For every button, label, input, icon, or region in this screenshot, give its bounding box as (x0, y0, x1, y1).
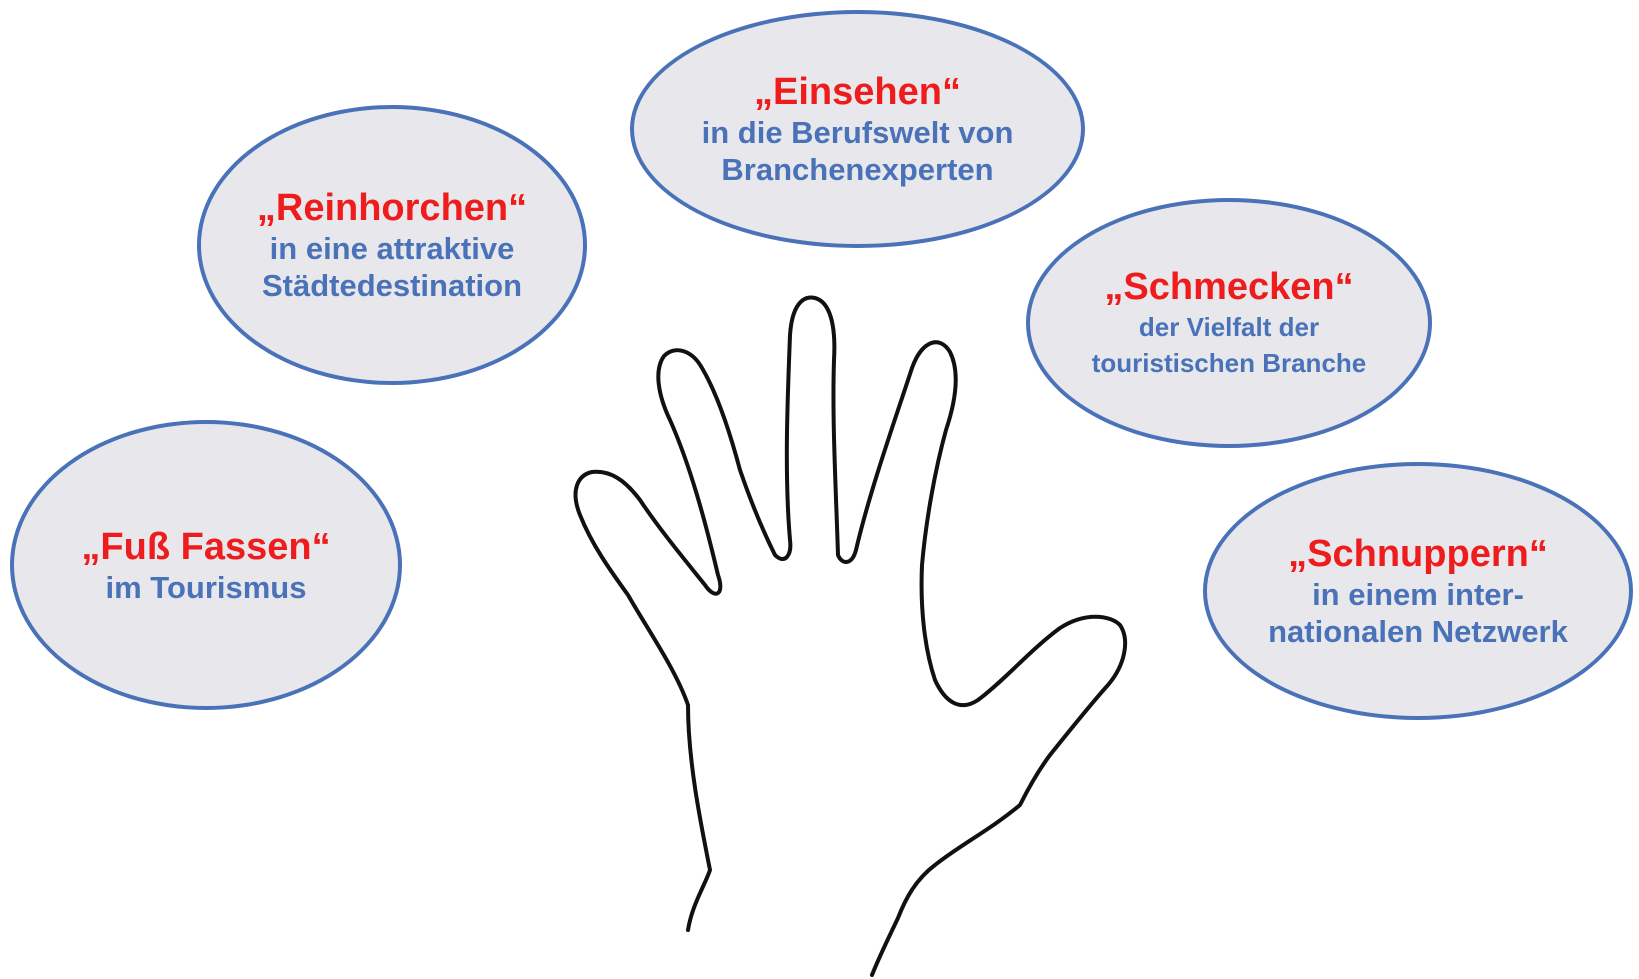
bubble-reinhorchen-line-1: in eine attraktive (269, 231, 515, 266)
bubble-schmecken: „Schmecken“ der Vielfalt der touristisch… (1026, 198, 1432, 448)
bubble-fuss-fassen-title: „Fuß Fassen“ (81, 525, 331, 568)
bubble-schnuppern-line-2: nationalen Netzwerk (1268, 614, 1568, 649)
bubble-reinhorchen-line-2: Städtedestination (261, 268, 523, 303)
bubble-schmecken-line-2: touristischen Branche (1091, 348, 1367, 378)
bubble-einsehen-title: „Einsehen“ (754, 71, 961, 113)
bubble-schnuppern: „Schnuppern“ in einem inter- nationalen … (1203, 462, 1633, 720)
hand-outline (573, 295, 1128, 977)
bubble-schmecken-line-1: der Vielfalt der (1138, 312, 1320, 342)
bubble-schmecken-title: „Schmecken“ (1104, 266, 1354, 308)
bubble-schnuppern-title: „Schnuppern“ (1288, 533, 1548, 575)
bubble-reinhorchen-title: „Reinhorchen“ (256, 187, 528, 229)
bubble-einsehen: „Einsehen“ in die Berufswelt von Branche… (630, 10, 1085, 248)
bubble-fuss-fassen-line-1: im Tourismus (105, 569, 307, 605)
bubble-reinhorchen: „Reinhorchen“ in eine attraktive Städted… (197, 105, 587, 385)
bubble-schnuppern-line-1: in einem inter- (1312, 577, 1524, 612)
bubble-einsehen-line-2: Branchenexperten (721, 152, 994, 187)
bubble-einsehen-line-1: in die Berufswelt von (701, 115, 1014, 150)
bubble-fuss-fassen: „Fuß Fassen“ im Tourismus (10, 420, 402, 710)
